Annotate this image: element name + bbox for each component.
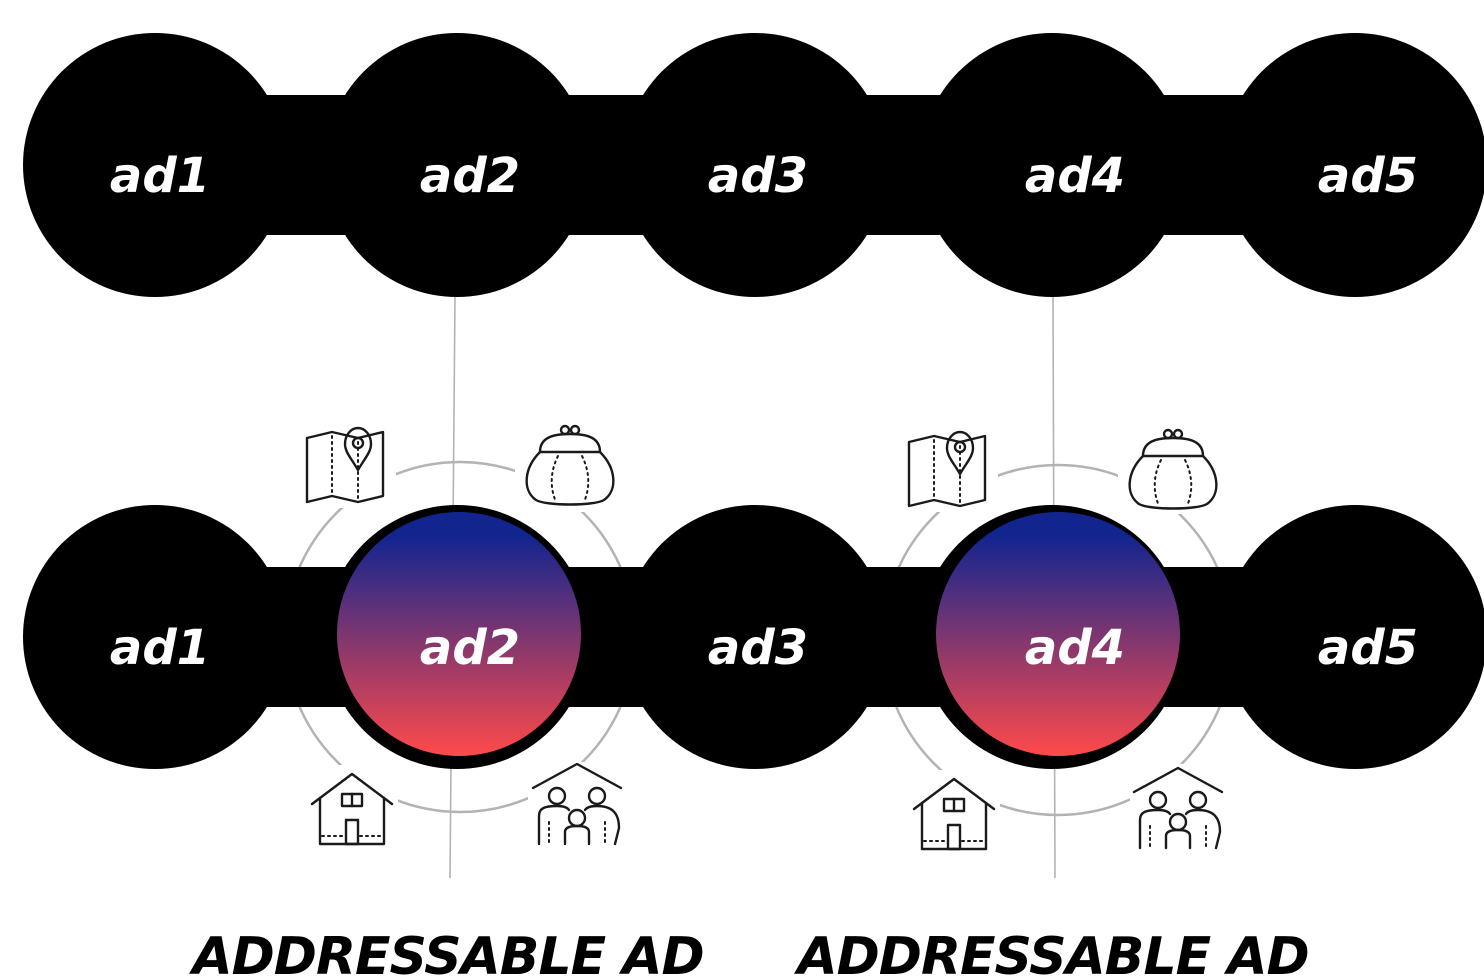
top-ad-label-ad1: ad1 — [110, 148, 210, 204]
bottom-ad-label-ad5: ad5 — [1318, 620, 1418, 676]
highlight-circle-ad2 — [337, 512, 581, 756]
caption-addressable-ad-right: ADDRESSABLE AD — [793, 927, 1308, 980]
caption-addressable-ad-left: ADDRESSABLE AD — [188, 927, 703, 980]
top-ad-label-ad2: ad2 — [420, 148, 520, 204]
bottom-ad-label-ad3: ad3 — [708, 620, 808, 676]
bottom-ad-label-ad1: ad1 — [110, 620, 210, 676]
top-ad-label-ad3: ad3 — [708, 148, 808, 204]
bottom-ad-label-ad2: ad2 — [420, 620, 520, 676]
bottom-ad-label-ad4: ad4 — [1025, 620, 1125, 676]
top-ad-label-ad5: ad5 — [1318, 148, 1418, 204]
top-ad-label-ad4: ad4 — [1025, 148, 1125, 204]
top-ad-chain — [23, 33, 1484, 297]
highlight-circle-ad4 — [936, 512, 1180, 756]
